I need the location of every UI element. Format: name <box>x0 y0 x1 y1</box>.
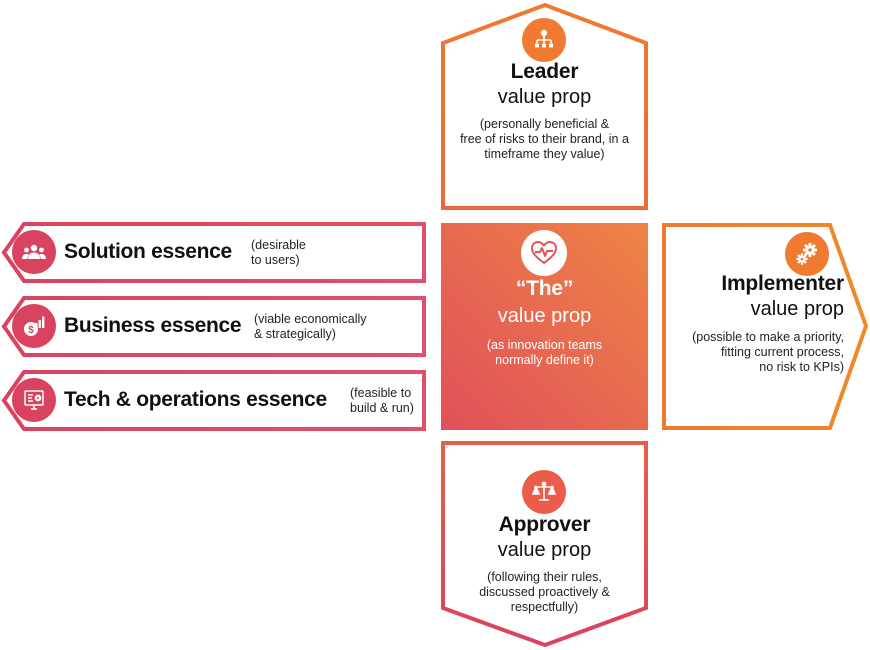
implementer-title: Implementer <box>721 272 844 295</box>
approver-shape <box>441 441 648 648</box>
approver-description: (following their rules, discussed proact… <box>443 570 646 615</box>
implementer-desc-line: (possible to make a priority, <box>692 330 844 344</box>
leader-subtitle: value prop <box>497 86 592 108</box>
essence-desc-line: (feasible to <box>350 386 412 400</box>
implementer-shape <box>662 223 869 430</box>
users-icon <box>12 230 56 274</box>
essence-shape-solution <box>1 222 426 283</box>
svg-text:$: $ <box>28 325 34 336</box>
essence-title-tech: Tech & operations essence <box>64 388 327 411</box>
scales-icon <box>522 470 566 514</box>
approver-text: Approver value prop (following their rul… <box>443 513 646 615</box>
the-title: “The” <box>515 277 574 300</box>
approver-desc-line: discussed proactively & <box>479 585 610 599</box>
essence-desc-line: build & run) <box>350 401 414 415</box>
implementer-text: Implementer value prop (possible to make… <box>668 272 844 375</box>
implementer-desc-line: fitting current process, <box>721 345 844 359</box>
implementer-desc-line: no risk to KPIs) <box>759 360 844 374</box>
approver-desc-line: (following their rules, <box>487 570 602 584</box>
essence-title-solution: Solution essence <box>64 240 232 263</box>
the-text: “The” value prop (as innovation teams no… <box>441 277 648 368</box>
implementer-description: (possible to make a priority, fitting cu… <box>668 330 844 375</box>
essence-desc-business: (viable economically & strategically) <box>254 312 367 342</box>
org-chart-icon <box>522 18 566 62</box>
essence-desc-line: (viable economically <box>254 312 367 326</box>
leader-desc-line: (personally beneficial & <box>479 117 610 131</box>
leader-title: Leader <box>510 60 579 83</box>
implementer-subtitle: value prop <box>750 298 844 320</box>
gears-icon <box>785 232 829 276</box>
essence-desc-tech: (feasible to build & run) <box>350 386 414 416</box>
leader-desc-line: free of risks to their brand, in a <box>460 132 629 146</box>
leader-text: Leader value prop (personally beneficial… <box>443 60 646 162</box>
the-desc-line: (as innovation teams <box>486 338 603 352</box>
essence-desc-line: & strategically) <box>254 327 336 341</box>
essence-shape-tech <box>1 370 426 431</box>
computer-gear-icon <box>12 378 56 422</box>
approver-desc-line: respectfully) <box>510 600 579 614</box>
leader-description: (personally beneficial & free of risks t… <box>443 117 646 162</box>
the-desc-line: normally define it) <box>495 353 594 367</box>
essence-desc-line: to users) <box>251 253 300 267</box>
money-chart-icon: $ <box>12 304 56 348</box>
essence-title-business: Business essence <box>64 314 242 337</box>
leader-desc-line: timeframe they value) <box>484 147 605 161</box>
essence-shape-business <box>1 296 426 357</box>
leader-shape <box>441 2 648 210</box>
heartbeat-icon <box>521 230 567 276</box>
approver-title: Approver <box>498 513 591 536</box>
the-description: (as innovation teams normally define it) <box>441 338 648 368</box>
essence-desc-line: (desirable <box>251 238 306 252</box>
approver-subtitle: value prop <box>497 539 592 561</box>
essence-desc-solution: (desirable to users) <box>251 238 306 268</box>
the-subtitle: value prop <box>497 305 592 327</box>
